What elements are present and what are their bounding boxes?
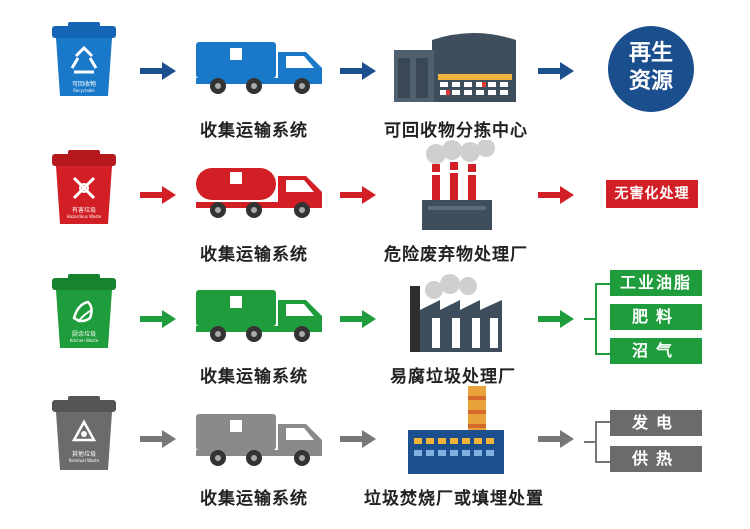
output-power-generation: 发电 <box>610 410 702 436</box>
output-biogas: 沼气 <box>610 338 702 364</box>
arrow-icon <box>140 430 176 448</box>
hazardous-plant-icon <box>422 140 495 230</box>
bin-text-en: Residual Waste <box>69 458 100 463</box>
output-harmless-treatment: 无害化处理 <box>606 180 698 208</box>
arrow-icon <box>140 62 176 80</box>
arrow-icon <box>140 310 176 328</box>
bin-text-en: Recyclable <box>73 88 95 93</box>
residual-bin-icon: 其他垃圾 Residual Waste <box>52 396 116 470</box>
bin-text-cn: 可回收物 <box>72 80 96 88</box>
transport-label: 收集运输系统 <box>200 489 308 509</box>
facility-label: 垃圾焚烧厂或填埋处置 <box>364 489 544 509</box>
arrow-icon <box>340 186 376 204</box>
kitchen-plant-icon <box>410 274 502 352</box>
transport-label: 收集运输系统 <box>200 367 308 387</box>
output-fertilizer: 肥料 <box>610 304 702 330</box>
facility-label: 危险废弃物处理厂 <box>384 245 528 265</box>
output-line: 再生 <box>628 41 673 66</box>
bin-text-cn: 其他垃圾 <box>72 450 96 458</box>
arrow-icon <box>538 186 574 204</box>
transport-label: 收集运输系统 <box>200 121 308 141</box>
arrow-icon <box>340 430 376 448</box>
facility-label: 易腐垃圾处理厂 <box>390 367 516 387</box>
hazardous-bin-icon: 有害垃圾 Hazardous Waste <box>52 150 116 224</box>
output-heat-supply: 供热 <box>610 446 702 472</box>
kitchen-truck-icon <box>196 290 322 342</box>
recyclable-truck-icon <box>196 42 322 94</box>
arrow-icon <box>538 62 574 80</box>
output-recycled-resources: 再生 资源 <box>608 26 694 112</box>
arrow-icon <box>538 430 574 448</box>
output-line: 资源 <box>628 69 673 94</box>
arrow-icon <box>340 310 376 328</box>
arrow-icon <box>340 62 376 80</box>
bracket-connector <box>584 283 610 355</box>
arrow-icon <box>538 310 574 328</box>
bin-text-cn: 厨余垃圾 <box>72 330 96 338</box>
transport-label: 收集运输系统 <box>200 245 308 265</box>
incineration-plant-icon <box>408 386 504 474</box>
residual-truck-icon <box>196 414 322 466</box>
sorting-center-icon <box>394 33 516 102</box>
arrow-icon <box>140 186 176 204</box>
bin-text-cn: 有害垃圾 <box>72 206 96 214</box>
bracket-connector <box>584 421 610 463</box>
facility-label: 可回收物分拣中心 <box>384 121 528 141</box>
recyclable-bin-icon: 可回收物 Recyclable <box>52 22 116 96</box>
hazardous-truck-icon <box>196 168 322 218</box>
bin-text-en: Kitchen Waste <box>70 338 99 343</box>
output-industrial-oil: 工业油脂 <box>610 270 702 296</box>
kitchen-bin-icon: 厨余垃圾 Kitchen Waste <box>52 274 116 348</box>
bin-text-en: Hazardous Waste <box>67 214 102 219</box>
